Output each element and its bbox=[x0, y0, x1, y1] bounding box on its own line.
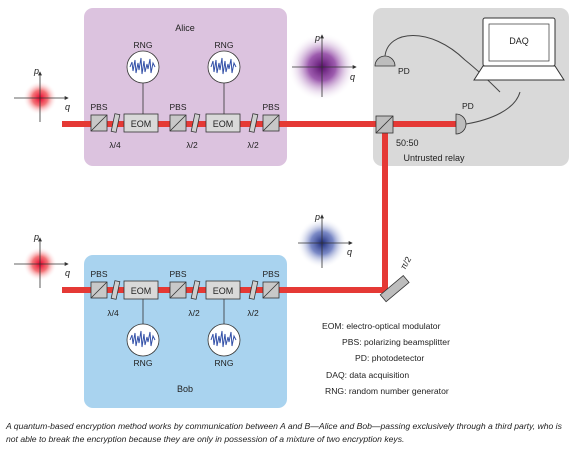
vertical-beam bbox=[382, 126, 388, 292]
bob-eom-1-label: EOM bbox=[131, 286, 152, 296]
bob-p-axis-label: p bbox=[33, 232, 39, 242]
alice-input-phase-space: p q bbox=[14, 66, 70, 122]
legend-item-eom: EOM: electro-optical modulator bbox=[322, 321, 441, 331]
alice-eom-2-label: EOM bbox=[213, 119, 234, 129]
diagram: Alice Untrusted relay Bob p q p q p q p … bbox=[14, 8, 569, 408]
diagram-svg: Alice Untrusted relay Bob p q p q p q p … bbox=[14, 8, 569, 408]
alice-rng-2 bbox=[207, 50, 241, 84]
bob-output-state: p q bbox=[297, 212, 353, 268]
bob-waveplate-2 bbox=[190, 280, 201, 300]
alice-output-state: p q bbox=[288, 33, 357, 101]
legend-item-rng: RNG: random number generator bbox=[325, 385, 449, 396]
legend-item-pbs: PBS: polarizing beamsplitter bbox=[342, 337, 450, 348]
alice-p-axis-label: p bbox=[33, 66, 39, 76]
alice-eom-2 bbox=[205, 113, 241, 133]
bob-lambda4-label: λ/4 bbox=[107, 308, 119, 318]
legend-item-daq: DAQ: data acquisition bbox=[326, 369, 410, 380]
alice-rng-1-label: RNG bbox=[134, 40, 153, 50]
legend-item-pd: PD: photodetector bbox=[355, 353, 425, 364]
relay-title: Untrusted relay bbox=[403, 153, 465, 163]
alice-eom-1-label: EOM bbox=[131, 119, 152, 129]
alice-waveplate-2 bbox=[190, 113, 201, 133]
bob-lambda2-1-label: λ/2 bbox=[188, 308, 200, 318]
bob-pbs-1-label: PBS bbox=[90, 269, 107, 279]
alice-pbs-1-label: PBS bbox=[90, 102, 107, 112]
daq-label: DAQ bbox=[509, 36, 529, 46]
phase-mirror bbox=[379, 274, 410, 303]
mirror-label: π/2 bbox=[398, 255, 413, 271]
bob-output-p-label: p bbox=[314, 212, 320, 222]
photodetector-top bbox=[374, 55, 396, 67]
cable-right-pd bbox=[465, 91, 521, 125]
figure-caption: A quantum-based encryption method works … bbox=[6, 421, 562, 444]
bob-waveplate-3 bbox=[248, 280, 259, 300]
bob-eom-1 bbox=[123, 280, 159, 300]
beamsplitter-label: 50:50 bbox=[396, 138, 419, 148]
bob-title: Bob bbox=[177, 384, 193, 394]
beamsplitter-50-50 bbox=[375, 115, 394, 134]
alice-title: Alice bbox=[175, 23, 195, 33]
alice-rng-1 bbox=[126, 50, 160, 84]
bob-output-q-label: q bbox=[347, 247, 352, 257]
bob-pbs-2-label: PBS bbox=[169, 269, 186, 279]
alice-waveplate-1 bbox=[110, 113, 121, 133]
bob-rng-1-label: RNG bbox=[134, 358, 153, 368]
bob-pbs-3 bbox=[262, 281, 280, 299]
bob-eom-2-label: EOM bbox=[213, 286, 234, 296]
alice-pbs-3-label: PBS bbox=[262, 102, 279, 112]
bob-q-axis-label: q bbox=[65, 268, 70, 278]
legend: EOM: electro-optical modulator PBS: pola… bbox=[322, 318, 572, 399]
relay-beam bbox=[383, 121, 458, 127]
daq-laptop bbox=[473, 17, 565, 81]
alice-rng-2-label: RNG bbox=[215, 40, 234, 50]
alice-pbs-2 bbox=[169, 114, 187, 132]
bob-rng-1 bbox=[126, 323, 160, 357]
bob-rng-2-label: RNG bbox=[215, 358, 234, 368]
bob-pbs-2 bbox=[169, 281, 187, 299]
bob-lambda2-2-label: λ/2 bbox=[247, 308, 259, 318]
alice-q-axis-label: q bbox=[65, 102, 70, 112]
alice-waveplate-3 bbox=[248, 113, 259, 133]
alice-pbs-3 bbox=[262, 114, 280, 132]
alice-lambda2-1-label: λ/2 bbox=[186, 140, 198, 150]
bob-input-phase-space: p q bbox=[14, 232, 70, 288]
bob-pbs-3-label: PBS bbox=[262, 269, 279, 279]
bob-waveplate-1 bbox=[110, 280, 121, 300]
alice-lambda4-label: λ/4 bbox=[109, 140, 121, 150]
photodetector-right bbox=[455, 113, 467, 135]
pd-top-label: PD bbox=[398, 66, 410, 76]
alice-output-q-label: q bbox=[350, 72, 355, 82]
alice-output-p-label: p bbox=[314, 33, 320, 43]
alice-pbs-2-label: PBS bbox=[169, 102, 186, 112]
bob-eom-2 bbox=[205, 280, 241, 300]
bob-rng-2 bbox=[207, 323, 241, 357]
cable-top-pd bbox=[384, 35, 501, 93]
pd-right-label: PD bbox=[462, 101, 474, 111]
alice-lambda2-2-label: λ/2 bbox=[247, 140, 259, 150]
bob-pbs-1 bbox=[90, 281, 108, 299]
alice-pbs-1 bbox=[90, 114, 108, 132]
alice-eom-1 bbox=[123, 113, 159, 133]
